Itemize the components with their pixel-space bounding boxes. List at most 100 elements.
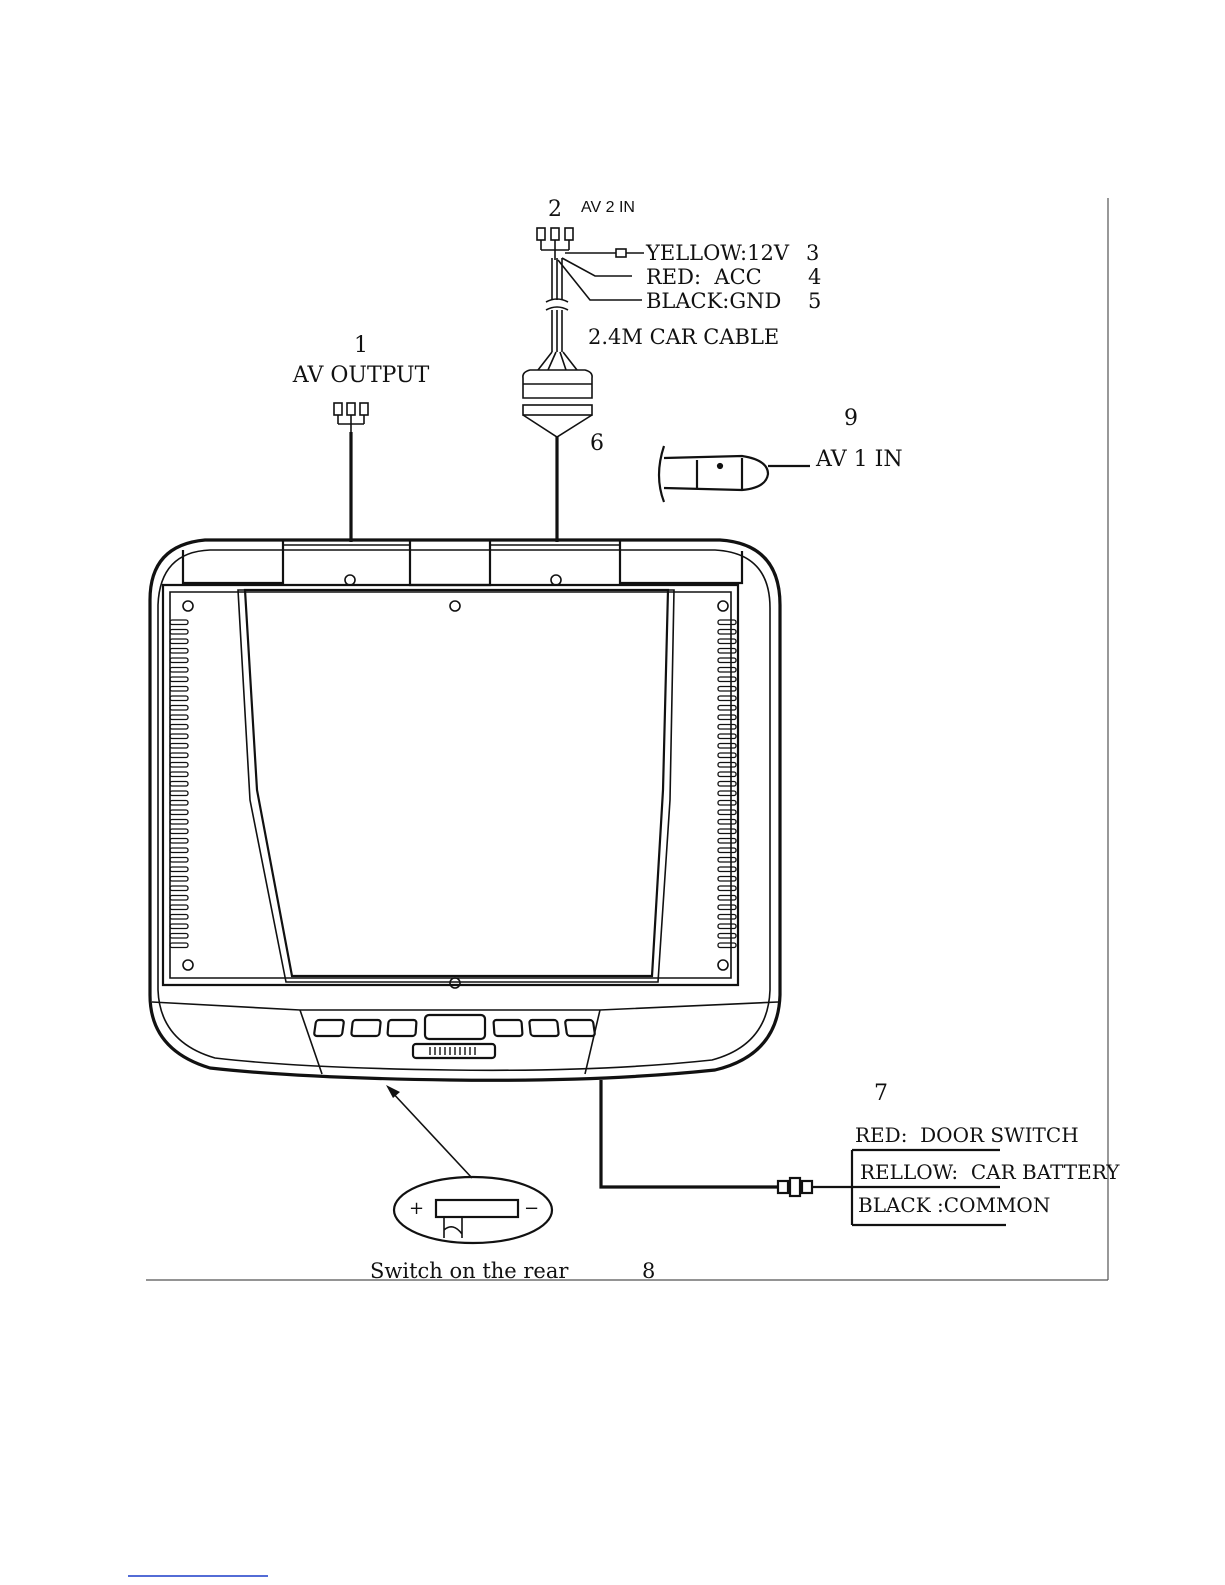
callout-5-label: BLACK:GND: [646, 289, 781, 313]
vent-slot: [170, 839, 188, 844]
vent-slot: [170, 886, 188, 891]
vent-slot: [718, 677, 736, 682]
callout-4-label: RED: ACC: [646, 265, 762, 289]
vent-slot: [170, 630, 188, 635]
vent-slot: [718, 734, 736, 739]
monitor-unit: [150, 540, 780, 1080]
vent-slot: [718, 763, 736, 768]
vent-slot: [718, 801, 736, 806]
vent-slot: [718, 915, 736, 920]
callout-8-number: 8: [642, 1259, 655, 1283]
vent-slot: [170, 829, 188, 834]
vent-slot: [170, 753, 188, 758]
vent-slot: [170, 801, 188, 806]
callout-1-number: 1: [354, 333, 368, 358]
vent-slot: [170, 687, 188, 692]
switch-plus-sign: +: [409, 1198, 424, 1219]
vent-slot: [170, 896, 188, 901]
callout-9-label: AV 1 IN: [815, 447, 903, 472]
vent-slot: [718, 706, 736, 711]
right-vent-grille: [718, 620, 736, 948]
callout-6-number: 6: [590, 431, 604, 456]
volume-dial: [430, 1047, 475, 1055]
callout-8-label: Switch on the rear: [370, 1259, 569, 1283]
callout-5-number: 5: [808, 289, 821, 313]
vent-slot: [718, 725, 736, 730]
vent-slot: [718, 886, 736, 891]
vent-slot: [718, 943, 736, 948]
vent-slot: [170, 763, 188, 768]
vent-slot: [170, 620, 188, 625]
vent-slot: [170, 820, 188, 825]
left-vent-grille: [170, 620, 188, 948]
vent-slot: [718, 820, 736, 825]
vent-slot: [718, 877, 736, 882]
av1-in-jack-detail: [659, 446, 810, 502]
vent-slot: [170, 677, 188, 682]
vent-slot: [718, 934, 736, 939]
callout-2-number: 2: [548, 197, 562, 222]
vent-slot: [170, 696, 188, 701]
vent-slot: [718, 858, 736, 863]
callout-9-number: 9: [844, 406, 858, 431]
vent-slot: [170, 915, 188, 920]
vent-slot: [170, 772, 188, 777]
callout-3-label: YELLOW:12V: [645, 241, 790, 265]
vent-slot: [170, 649, 188, 654]
vent-slot: [170, 867, 188, 872]
vent-slot: [170, 658, 188, 663]
vent-slot: [718, 649, 736, 654]
vent-slot: [170, 639, 188, 644]
vent-slot: [170, 706, 188, 711]
vent-slot: [170, 934, 188, 939]
vent-slot: [718, 791, 736, 796]
door-switch-red-label: RED: DOOR SWITCH: [855, 1123, 1079, 1147]
vent-slot: [718, 687, 736, 692]
vent-slot: [718, 772, 736, 777]
vent-slot: [170, 848, 188, 853]
vent-slot: [718, 620, 736, 625]
vent-slot: [170, 858, 188, 863]
av-output-connector-icon: [334, 403, 368, 434]
vent-slot: [718, 639, 736, 644]
vent-slot: [718, 839, 736, 844]
vent-slot: [170, 810, 188, 815]
vent-slot: [718, 905, 736, 910]
callout-3-number: 3: [806, 241, 819, 265]
vent-slot: [170, 782, 188, 787]
vent-slot: [718, 658, 736, 663]
vent-slot: [170, 668, 188, 673]
vent-slot: [170, 725, 188, 730]
callout-7-number: 7: [874, 1081, 888, 1106]
callout-4-number: 4: [808, 265, 821, 289]
door-switch-yellow-label: RELLOW: CAR BATTERY: [860, 1160, 1120, 1184]
vent-slot: [718, 896, 736, 901]
vent-slot: [718, 668, 736, 673]
vent-slot: [170, 877, 188, 882]
vent-slot: [170, 905, 188, 910]
vent-slot: [170, 924, 188, 929]
rear-switch-detail: [386, 1085, 552, 1243]
callout-1-label: AV OUTPUT: [292, 363, 430, 388]
car-cable-connector-icon: [523, 352, 592, 437]
switch-minus-sign: −: [524, 1198, 539, 1219]
vent-slot: [170, 744, 188, 749]
vent-slot: [718, 867, 736, 872]
vent-slot: [718, 848, 736, 853]
vent-slot: [718, 753, 736, 758]
vent-slot: [718, 744, 736, 749]
vent-slot: [718, 715, 736, 720]
door-switch-black-label: BLACK :COMMON: [858, 1193, 1050, 1217]
vent-slot: [718, 630, 736, 635]
vent-slot: [170, 734, 188, 739]
vent-slot: [718, 782, 736, 787]
car-cable-label: 2.4M CAR CABLE: [588, 325, 779, 349]
vent-slot: [170, 791, 188, 796]
vent-slot: [170, 715, 188, 720]
vent-slot: [170, 943, 188, 948]
callout-2-label: AV 2 IN: [581, 199, 635, 216]
vent-slot: [718, 696, 736, 701]
vent-slot: [718, 924, 736, 929]
vent-slot: [718, 810, 736, 815]
